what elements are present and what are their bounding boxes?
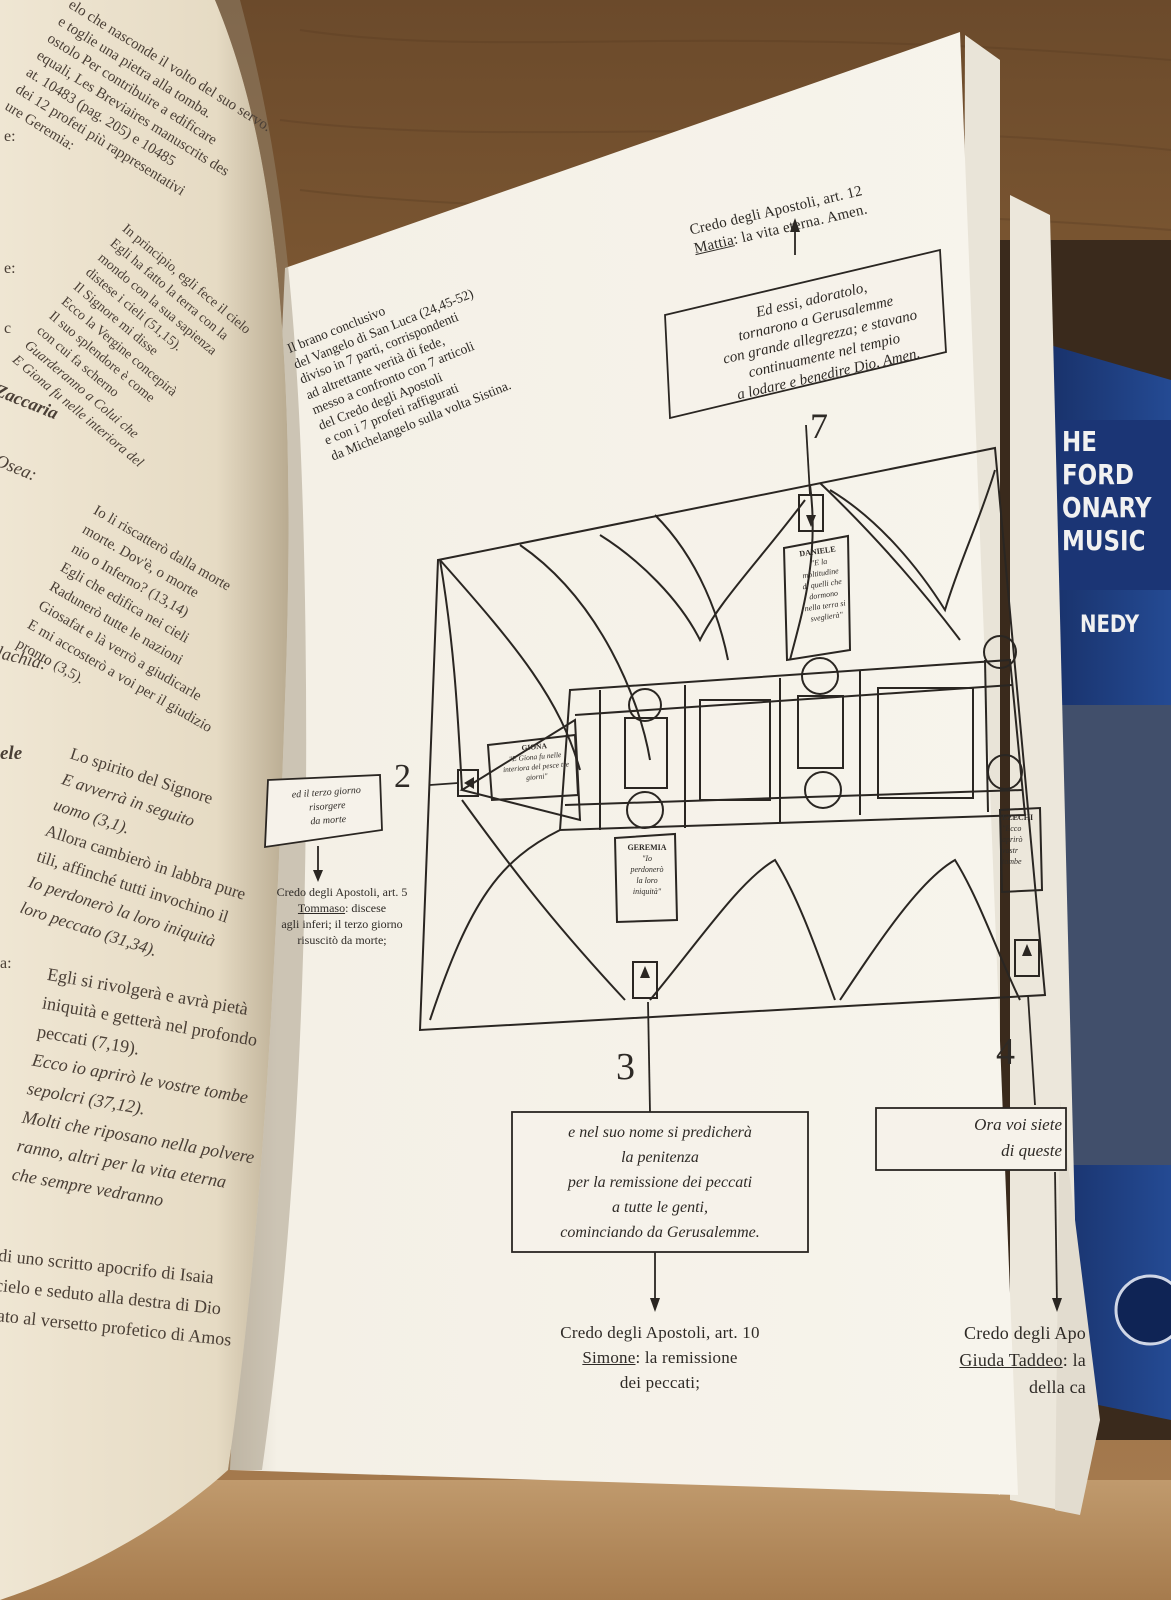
spine-title: HE FORD ONARY MUSIC (1062, 425, 1171, 585)
apostle-name: Giuda Taddeo (959, 1350, 1062, 1370)
left-page-end-block: Egli si rivolgerà e avrà pietà iniquità … (10, 960, 282, 1229)
caption-line: della ca (900, 1374, 1086, 1400)
left-page-top-block: elo che nasconde il volto del suo servo.… (1, 0, 275, 239)
label-line: perdonerò (617, 864, 677, 875)
label-line: "Io (617, 853, 677, 864)
label-line: iniquità" (617, 886, 677, 897)
margin-name-osea: Osea: (0, 450, 40, 486)
box-line: e nel suo nome si predicherà (512, 1120, 808, 1145)
box-3-text: e nel suo nome si predicherà la penitenz… (512, 1120, 808, 1245)
margin-mark: c (4, 320, 11, 338)
spandrel-curve (440, 560, 580, 770)
box-line: per la remissione dei peccati (512, 1170, 808, 1195)
spine-author: NEDY (1080, 610, 1139, 638)
box-4-clip: Ora voi siete di queste (876, 1112, 1062, 1170)
spine-line: HE (1062, 425, 1151, 458)
apostle-name: Tommaso (298, 901, 345, 915)
lunette-bottom-1 (650, 860, 835, 1000)
left-page-middle-block: In principio, egli fece il cielo Egli ha… (8, 220, 257, 472)
lunette-bottom-2 (840, 860, 1020, 1000)
margin-mark: a: (0, 955, 12, 973)
prophet-name: EZECHI (1002, 812, 1042, 823)
section-number-4: 4 (996, 1030, 1015, 1074)
geremia-label: GEREMIA "Io perdonerò la loro iniquità" (617, 842, 677, 897)
ezechiele-label: EZECHI "Ecco aprirò vostr tombe (1002, 812, 1042, 892)
diagram-frame (420, 448, 1045, 1030)
box-line: la penitenza (512, 1145, 808, 1170)
box-line: a tutte le genti, (512, 1195, 808, 1220)
label-line: tombe (1002, 856, 1042, 867)
box-line: Ora voi siete (876, 1112, 1062, 1138)
section-number-7: 7 (810, 405, 828, 447)
caption-text: : la (1063, 1350, 1086, 1370)
label-line: vostr (1002, 845, 1042, 856)
caption-line: Credo degli Apo (900, 1320, 1086, 1347)
left-page-bottom-block: Lo spirito del Signore E avverrà in segu… (17, 740, 275, 985)
spine-line: ONARY (1062, 491, 1151, 524)
ceiling-panel (625, 718, 667, 788)
box-line: di queste (876, 1138, 1062, 1164)
apostle-name: Simone (582, 1348, 635, 1367)
left-page-lower-block: Io li riscatterò dalla morte morte. Dov'… (12, 500, 282, 758)
spine-line: FORD (1062, 458, 1151, 491)
spine-line: MUSIC (1062, 524, 1151, 557)
caption-text: : discese (345, 901, 386, 915)
roundel (629, 689, 661, 721)
label-line: aprirò (1002, 834, 1042, 845)
margin-mark: e: (4, 260, 16, 278)
caption-art-cut-clip: Credo degli Apo Giuda Taddeo: la della c… (900, 1320, 1086, 1400)
prophet-name: GEREMIA (617, 842, 677, 853)
daniele-label: DANIELE "E la moltitudine di quelli che … (788, 542, 856, 626)
box-line: cominciando da Gerusalemme. (512, 1220, 808, 1245)
label-line: "Ecco (1002, 823, 1042, 834)
ceiling-central-band (560, 660, 1025, 830)
caption-art-10: Credo degli Apostoli, art. 10 Simone: la… (530, 1320, 790, 1395)
left-page-footnote-block: di uno scritto apocrifo di Isaia cielo e… (0, 1240, 239, 1355)
section-number-3: 3 (616, 1045, 635, 1089)
label-line: la loro (617, 875, 677, 886)
caption-line: Credo degli Apostoli, art. 10 (530, 1320, 790, 1345)
section-number-2: 2 (394, 758, 411, 796)
margin-mark: e: (4, 128, 16, 146)
lunette-top-2 (830, 470, 995, 610)
giona-label: GIONA "E Giona fu nelle interiora del pe… (492, 739, 579, 786)
margin-name-ezechiele: ele (0, 743, 22, 765)
caption-line: dei peccati; (530, 1370, 790, 1395)
left-page-text-clip: elo che nasconde il volto del suo servo.… (0, 0, 300, 1600)
caption-text: : la remissione (636, 1348, 738, 1367)
